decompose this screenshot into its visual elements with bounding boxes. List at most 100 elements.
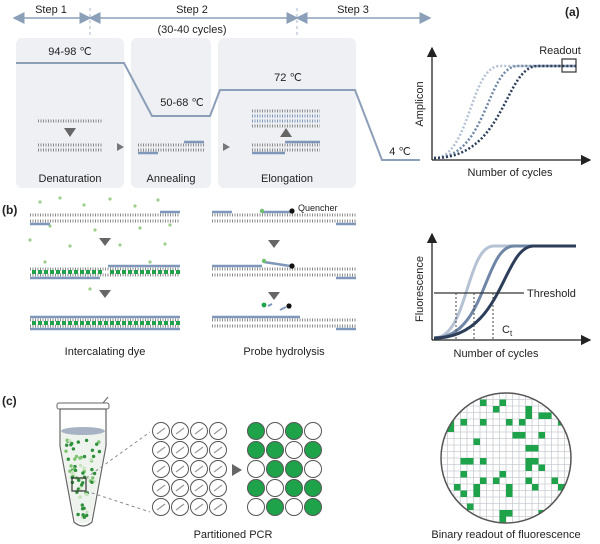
down-arrow-icon (268, 292, 280, 300)
positive-cell (473, 484, 480, 491)
tube-dot (82, 454, 87, 459)
positive-cell (506, 510, 513, 517)
template-strand (156, 427, 166, 435)
pcr-tube (56, 396, 110, 527)
tube-dot (90, 448, 95, 452)
probe-hydrolysis-diagram (212, 208, 356, 331)
positive-well (304, 479, 322, 497)
fluorescence-chart (426, 232, 592, 346)
tube-dot (85, 510, 89, 514)
tube-dot (80, 507, 85, 511)
negative-well (285, 441, 303, 459)
positive-well (285, 460, 303, 478)
template-strand (175, 484, 185, 492)
negative-well (304, 422, 322, 440)
tube-dot (89, 457, 93, 462)
positive-well (247, 441, 265, 459)
elongation-strands (252, 109, 320, 155)
ct-subscript: t (510, 329, 513, 338)
down-arrow-icon (268, 240, 280, 248)
tube-dot (81, 513, 85, 517)
down-arrow-icon (99, 238, 111, 246)
dye-square (146, 270, 150, 274)
template-strand (175, 465, 185, 473)
positive-cell (493, 406, 500, 413)
tube-dot (90, 467, 94, 472)
method-probe: Probe hydrolysis (243, 346, 325, 358)
tube-dot (76, 512, 80, 517)
dye-square (116, 321, 120, 325)
positive-cell (532, 458, 539, 465)
intercalating-dye-diagram (28, 196, 180, 331)
tube-dot (81, 471, 85, 475)
tube-dot (82, 466, 86, 470)
positive-well (266, 441, 284, 459)
tube-dot (92, 471, 97, 476)
temp-annealing: 50-68 ℃ (160, 97, 204, 109)
binary-readout-circle (440, 392, 572, 524)
template-strand (194, 484, 204, 492)
dye-square (128, 321, 132, 325)
template-strand (213, 427, 223, 435)
zoom-line-top (85, 431, 151, 479)
negative-well (266, 479, 284, 497)
fluorescence-curve-3 (433, 244, 576, 340)
cycles-label: (30-40 cycles) (157, 24, 226, 36)
template-strand (194, 503, 204, 511)
dye-square (134, 270, 138, 274)
dye-square (140, 321, 144, 325)
dye-square (152, 270, 156, 274)
down-arrow-icon (99, 290, 111, 298)
positive-cell (460, 458, 467, 465)
tube-dot (97, 449, 102, 454)
amplicon-curve-2 (433, 64, 576, 160)
template-strand (194, 446, 204, 454)
temperature-profile (16, 62, 420, 161)
dye-square (152, 321, 156, 325)
dye-square (110, 321, 114, 325)
tube-dot (84, 492, 89, 497)
template-strand (213, 465, 223, 473)
panel-label-b: (b) (2, 203, 17, 217)
dye-square (38, 270, 42, 274)
amplicon-xlabel: Number of cycles (468, 167, 553, 179)
fluorescence-xlabel: Number of cycles (454, 348, 539, 360)
dye-square (74, 270, 78, 274)
binary-readout-label: Binary readout of fluorescence (431, 529, 580, 541)
positive-cell (467, 503, 474, 510)
dye-square (98, 270, 102, 274)
positive-cell (545, 412, 552, 419)
fluorescence-curve-2 (433, 244, 576, 340)
positive-cell (538, 412, 545, 419)
tube-dot (73, 468, 78, 473)
dye-square (128, 270, 132, 274)
right-arrow-icon (223, 143, 230, 151)
zoom-line-bottom (85, 490, 151, 513)
tube-dot (77, 478, 81, 482)
amplicon-ylabel: Amplicon (414, 81, 426, 126)
ct-label: Ct (502, 324, 513, 338)
positive-cell (532, 484, 539, 491)
positive-cell (499, 471, 506, 478)
dye-square (62, 321, 66, 325)
positive-cell (447, 425, 454, 432)
panel-label-c: (c) (2, 394, 17, 408)
positive-cell (480, 458, 487, 465)
dye-square (164, 270, 168, 274)
dye-square (176, 270, 180, 274)
stage-elongation: Elongation (261, 173, 313, 185)
down-arrow-icon (64, 128, 76, 137)
dye-square (104, 321, 108, 325)
dye-square (134, 321, 138, 325)
readout-label: Readout (539, 45, 581, 57)
positive-cell (480, 419, 487, 426)
positive-cell (532, 445, 539, 452)
tube-dot (95, 442, 99, 446)
tube-dot (67, 438, 72, 443)
dye-square (44, 321, 48, 325)
positive-cell (480, 477, 487, 484)
positive-cell (499, 516, 506, 523)
positive-well (266, 460, 284, 478)
amplicon-curve-3 (433, 64, 576, 160)
positive-cell (460, 490, 467, 497)
